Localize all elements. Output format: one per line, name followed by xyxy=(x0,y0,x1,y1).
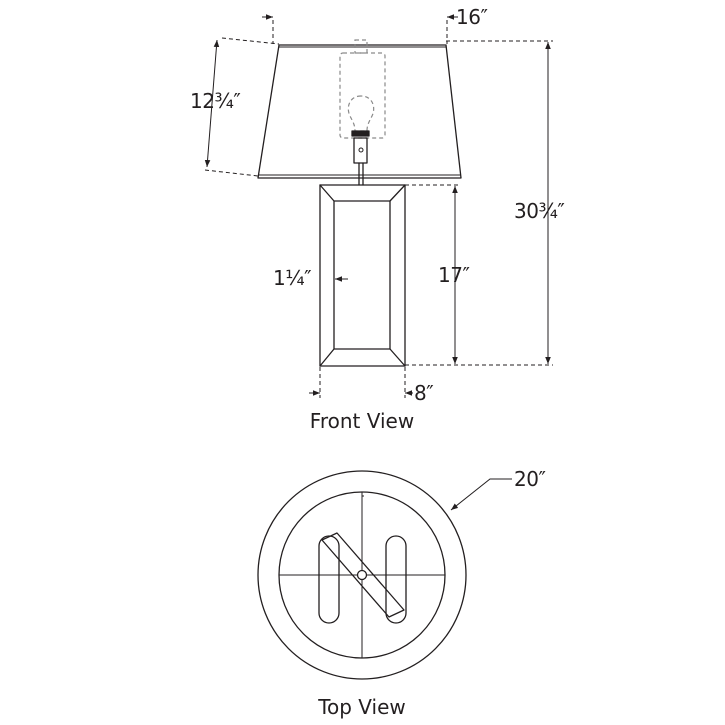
diameter-label: 20″ xyxy=(514,467,545,491)
front-view: 16″ 12¾″ 30¾″ 17″ 1¼″ xyxy=(190,5,565,433)
center-socket-circle xyxy=(356,569,368,581)
front-view-caption: Front View xyxy=(310,409,414,433)
lamp-base-frame xyxy=(319,184,406,367)
dim-shade-width xyxy=(262,14,458,44)
shade-width-label: 16″ xyxy=(456,5,487,29)
n-frame-outline xyxy=(318,532,407,624)
lamp-shade xyxy=(257,44,462,179)
base-width-label: 8″ xyxy=(414,381,433,405)
top-view: 20″ Top View xyxy=(257,467,546,719)
top-view-caption: Top View xyxy=(317,695,406,719)
shade-height-label: 12¾″ xyxy=(190,89,240,113)
dim-base-height xyxy=(405,184,460,364)
base-height-label: 17″ xyxy=(438,263,469,287)
shade-outline-circle xyxy=(257,470,467,680)
dim-shade-height xyxy=(204,37,280,177)
frame-thickness-label: 1¼″ xyxy=(273,266,311,290)
overall-height-label: 30¾″ xyxy=(514,199,564,223)
bulb-and-harp xyxy=(339,39,386,186)
dim-base-width xyxy=(309,367,413,398)
dim-overall-height xyxy=(405,40,553,366)
dim-diameter-leader xyxy=(450,478,512,511)
